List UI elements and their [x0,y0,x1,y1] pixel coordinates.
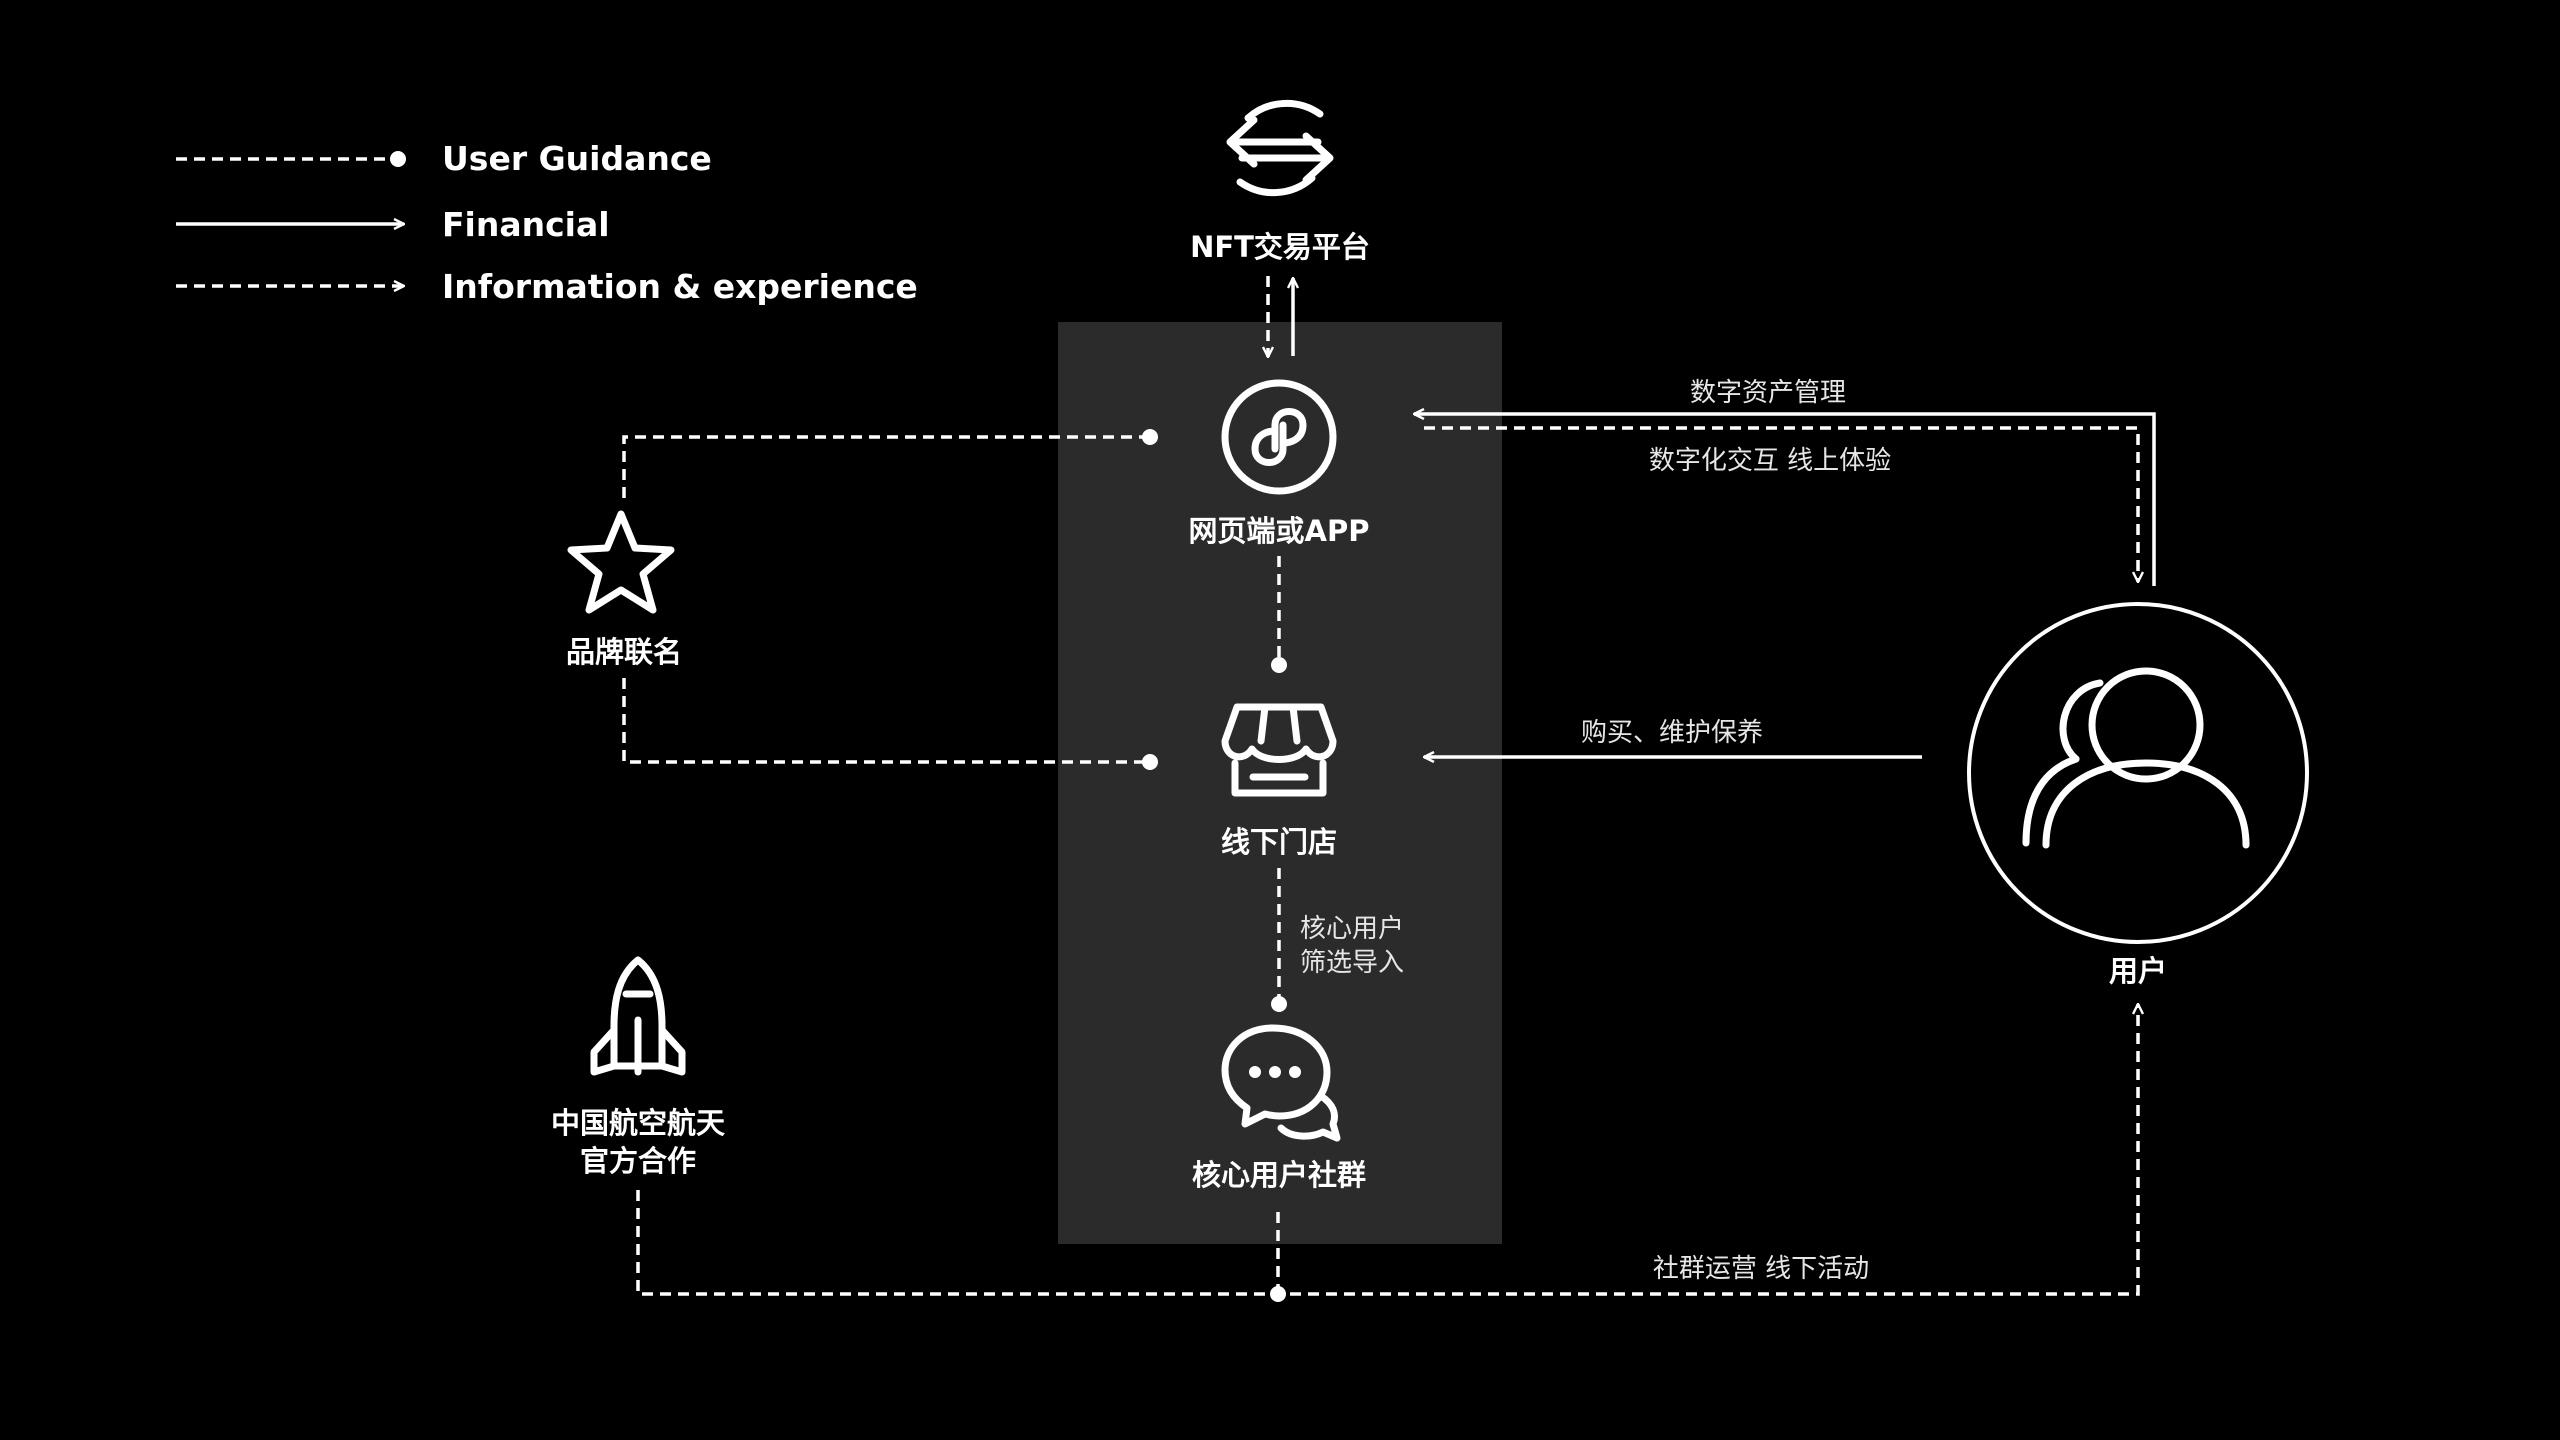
center-panel [1058,322,1502,1244]
node-offline-store-label: 线下门店 [1221,825,1337,859]
legend-user-guidance-label: User Guidance [442,139,712,178]
node-aerospace-label-1: 中国航空航天 [551,1106,725,1140]
store-icon [1221,703,1337,797]
edge-community-junction-dot [1270,1286,1286,1302]
edge-core-label-1: 核心用户 [1300,914,1404,944]
chat-icon [1221,1024,1341,1142]
node-user-label: 用户 [2109,954,2167,988]
node-web-app-label: 网页端或APP [1189,514,1370,548]
edge-aerospace-to-user [636,1004,2138,1296]
rocket-icon [590,956,686,1076]
edge-app-to-user [1424,426,2138,582]
node-brand-label: 品牌联名 [566,635,682,669]
edge-purchase-label: 购买、维护保养 [1581,718,1763,748]
edge-store-to-community-dot [1271,996,1287,1012]
edge-brand-to-app [622,435,1146,498]
exchange-icon [1226,99,1334,197]
node-core-community-label: 核心用户社群 [1192,1158,1366,1192]
edge-brand-to-app-dot [1142,429,1158,445]
edge-digital-asset-label: 数字资产管理 [1690,378,1846,408]
legend-information-label: Information & experience [442,267,918,306]
node-aerospace-label-2: 官方合作 [580,1144,696,1178]
legend-financial-label: Financial [442,205,610,244]
users-icon [2022,667,2250,849]
edge-core-label-2: 筛选导入 [1300,948,1404,978]
edge-brand-to-store-dot [1142,754,1158,770]
legend: User Guidance Financial Information & ex… [176,139,918,306]
edge-app-to-store-dot [1271,657,1287,673]
user-circle [1967,602,2309,944]
edge-user-to-app [1414,414,2156,586]
edge-community-ops-label: 社群运营 线下活动 [1653,1254,1869,1284]
miniprogram-icon [1221,379,1337,495]
legend-user-guidance-dot [390,151,406,167]
edge-brand-to-store [622,678,1146,764]
edge-digital-interaction-label: 数字化交互 线上体验 [1649,446,1891,476]
star-icon [567,510,675,614]
node-nft-label: NFT交易平台 [1190,230,1370,264]
